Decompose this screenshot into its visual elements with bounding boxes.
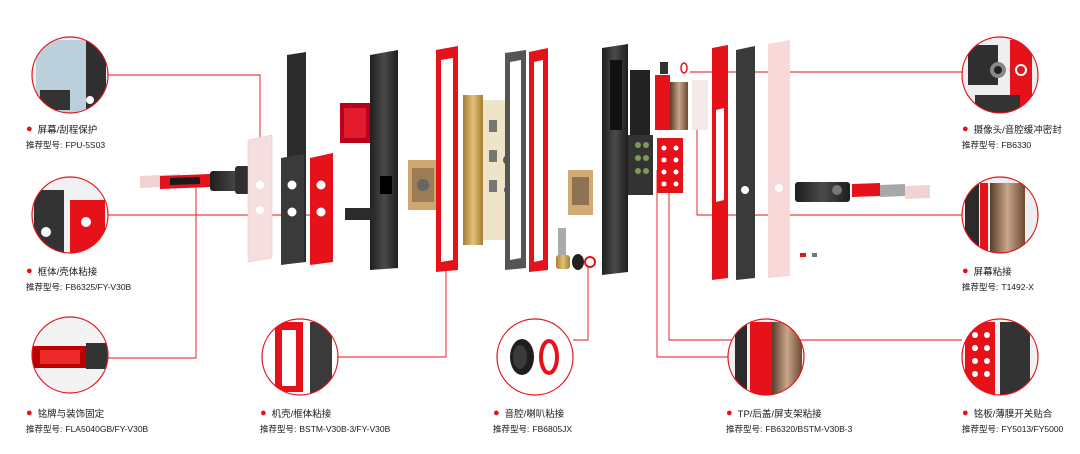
callout-model: FPU-5S03 [65,140,106,150]
callout-screen-protection: ● 屏幕/刮程保护 推荐型号:FPU-5S03 [26,122,256,151]
callout-title: 音腔/喇叭粘接 [504,409,565,420]
bullet-icon: ● [26,122,33,135]
bullet-icon: ● [493,406,500,419]
model-label: 推荐型号: [26,424,63,434]
bullet-icon: ● [962,406,969,419]
handle-assembly [140,166,265,194]
callout-model: T1492-X [1001,282,1034,292]
magnifier-tp-backcover [728,319,804,395]
callout-title: 框体/壳体粘接 [37,267,98,278]
rear-handle [795,182,930,202]
model-label: 推荐型号: [26,140,63,150]
bullet-icon: ● [962,264,969,277]
callout-camera-seal: ● 摄像头/音腔缓冲密封 推荐型号:FB6330 [962,122,1077,151]
connector-nameplate [108,185,197,359]
model-label: 推荐型号: [493,424,530,434]
lock-cylinder [408,160,438,210]
callout-model: FY5013/FY5000 [1001,424,1064,434]
callout-title: 铭牌与装饰固定 [37,409,105,420]
callout-model: FB6320/BSTM-V30B-3 [765,424,853,434]
magnifier-screen-bonding [962,177,1038,253]
model-label: 推荐型号: [962,424,999,434]
callout-tp-backcover: ● TP/后盖/屏支架粘接 推荐型号:FB6320/BSTM-V30B-3 [726,406,956,435]
connector-lines [108,71,962,359]
rear-cylinder [556,170,596,270]
front-housing [340,50,398,270]
callout-model: FB6330 [1001,140,1032,150]
connector-housing-frame [338,250,447,358]
connector-speaker [573,265,589,341]
model-label: 推荐型号: [726,424,763,434]
callout-title: 屏幕粘接 [973,267,1012,278]
bullet-icon: ● [726,406,733,419]
magnifier-camera-seal [962,37,1038,113]
pink-back-panel [768,40,790,278]
callout-nameplate: ● 铭牌与装饰固定 推荐型号:FLA5040GB/FY-V30B [26,406,256,435]
callout-title: 摄像头/音腔缓冲密封 [973,125,1062,136]
model-label: 推荐型号: [962,140,999,150]
magnifier-screen-protection [32,37,108,113]
callout-model: FLA5040GB/FY-V30B [65,424,149,434]
callout-screen-bonding: ● 屏幕粘接 推荐型号:T1492-X [962,264,1077,293]
bullet-icon: ● [26,264,33,277]
connector-screen-protection [108,74,261,140]
callout-title: TP/后盖/屏支架粘接 [737,409,822,420]
dark-back-panel [736,46,755,280]
rear-housing [602,44,708,275]
magnifier-housing-frame [262,319,338,395]
model-label: 推荐型号: [260,424,297,434]
callout-title: 机壳/框体粘接 [271,409,332,420]
callout-speaker: ● 音腔/喇叭粘接 推荐型号:FB6805JX [493,406,723,435]
magnifier-nameplate [32,317,108,393]
lock-parts [140,40,930,280]
callout-title: 铭板/薄膜开关贴合 [973,409,1053,420]
model-label: 推荐型号: [962,282,999,292]
bullet-icon: ● [260,406,267,419]
callout-title: 屏幕/刮程保护 [37,125,98,136]
callout-housing-frame: ● 机壳/框体粘接 推荐型号:BSTM-V30B-3/FY-V30B [260,406,490,435]
connector-membrane [668,185,962,341]
magnifier-frame-bonding [32,177,108,253]
model-label: 推荐型号: [26,282,63,292]
bullet-icon: ● [26,406,33,419]
pink-panel-left [247,134,273,263]
magnifier-speaker [497,319,573,395]
callout-membrane: ● 铭板/薄膜开关贴合 推荐型号:FY5013/FY5000 [962,406,1077,435]
callout-model: FB6325/FY-V30B [65,282,132,292]
connector-tp-backcover [656,170,728,358]
bullet-icon: ● [962,122,969,135]
connector-screen-bonding [696,130,962,216]
callout-model: FB6805JX [532,424,573,434]
callout-frame-bonding: ● 框体/壳体粘接 推荐型号:FB6325/FY-V30B [26,264,256,293]
callout-model: BSTM-V30B-3/FY-V30B [299,424,391,434]
magnifier-membrane [962,319,1038,395]
